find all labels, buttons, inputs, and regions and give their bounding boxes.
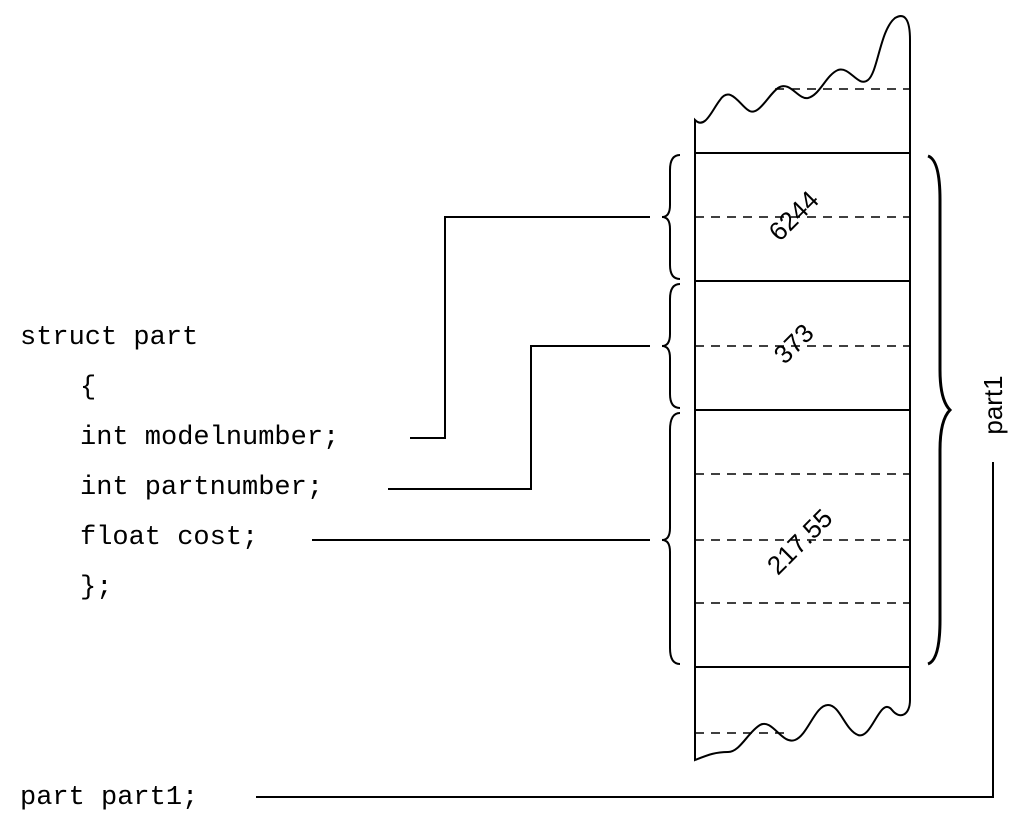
partnumber-value: 373 xyxy=(768,318,820,370)
struct-part1-brace xyxy=(927,154,953,666)
partnumber-connector xyxy=(388,345,650,490)
partnumber-field-brace xyxy=(661,283,681,409)
member-partnumber: int partnumber; xyxy=(80,473,324,503)
cost-field-brace xyxy=(661,412,681,665)
modelnumber-field-brace xyxy=(661,154,681,280)
member-cost: float cost; xyxy=(80,523,259,553)
cost-value: 217.55 xyxy=(761,503,838,580)
struct-close-brace: }; xyxy=(80,573,113,603)
modelnumber-connector xyxy=(410,216,650,439)
variable-declaration: part part1; xyxy=(20,783,199,813)
member-modelnumber: int modelnumber; xyxy=(80,423,340,453)
part1-connector xyxy=(256,462,994,798)
struct-declaration-line: struct part xyxy=(20,323,199,353)
part1-label: part1 xyxy=(978,375,1008,434)
struct-open-brace: { xyxy=(80,373,97,403)
modelnumber-value: 6244 xyxy=(763,185,825,247)
memory-block-outline xyxy=(694,15,911,762)
